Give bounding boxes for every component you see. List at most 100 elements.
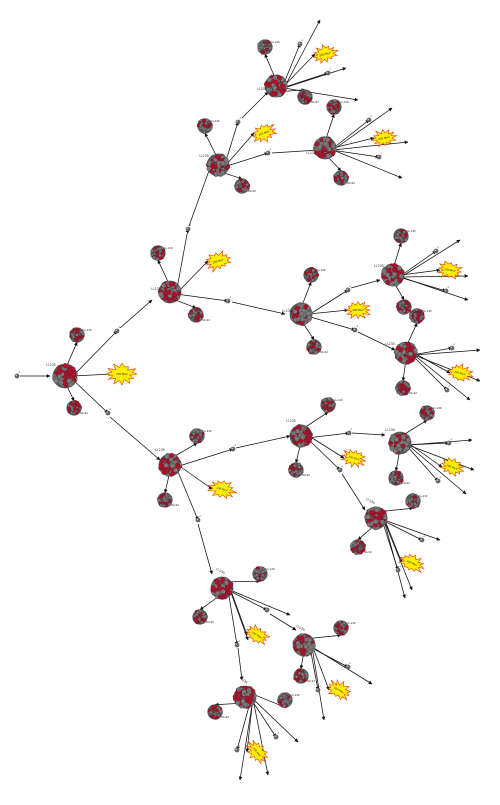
cs140-label: Cs-140 xyxy=(406,229,415,233)
proton-particle xyxy=(397,356,403,362)
neutron-particle xyxy=(399,392,403,396)
free-neutron xyxy=(337,467,343,473)
u235-nucleus xyxy=(381,262,405,287)
u235-nucleus xyxy=(210,576,234,600)
energy-burst: 200 MeV xyxy=(370,128,399,148)
neutron-particle xyxy=(344,176,348,180)
cs140-label: Cs-140 xyxy=(82,328,91,332)
neutron-particle xyxy=(223,157,229,163)
u235-nucleus xyxy=(263,74,288,98)
u235-label: U-235 xyxy=(385,428,395,432)
u235-nucleus xyxy=(364,506,388,531)
proton-particle xyxy=(403,385,407,390)
proton-particle xyxy=(353,546,357,550)
u235-nucleus xyxy=(393,341,418,365)
arrow xyxy=(407,444,475,471)
neutron-particle xyxy=(429,413,433,417)
neutron-particle xyxy=(332,109,336,114)
rb92-nucleus xyxy=(288,462,304,479)
neutron-particle xyxy=(162,496,166,501)
cs140-label: Cs-140 xyxy=(210,119,219,123)
free-neutron xyxy=(345,664,351,670)
cs140-label: Cs-140 xyxy=(290,693,299,697)
neutron-particle xyxy=(241,689,247,695)
rb92-label: Rb-92 xyxy=(409,391,417,395)
rb92-label: Rb-92 xyxy=(347,181,355,185)
u235-label: U-235 xyxy=(151,287,161,291)
proton-particle xyxy=(162,493,166,497)
neutron-particle xyxy=(220,589,226,594)
free-neutron xyxy=(105,410,111,416)
neutron-particle xyxy=(294,675,299,679)
proton-particle xyxy=(266,39,270,44)
arrow xyxy=(398,250,437,278)
neutron-particle xyxy=(282,693,286,698)
labels-layer: nU-235Cs-140Rb-92nnU-235Cs-140Rb-92nnU-2… xyxy=(19,39,456,748)
neutron-particle xyxy=(294,436,300,442)
neutron-particle xyxy=(305,90,309,94)
proton-particle xyxy=(73,407,77,412)
free-neutron xyxy=(225,298,231,304)
neutron-label: n xyxy=(357,325,359,328)
neutron-label: n xyxy=(371,115,373,118)
neutron-label: n xyxy=(454,343,456,346)
neutron-label: n xyxy=(302,39,304,42)
rb92-label: Rb-92 xyxy=(302,473,310,477)
arrow xyxy=(70,377,109,414)
proton-particle xyxy=(57,369,63,375)
arrow xyxy=(411,346,453,356)
arrow xyxy=(405,444,439,482)
neutron-particle xyxy=(260,576,264,581)
arrow xyxy=(308,308,349,315)
free-neutron xyxy=(446,440,452,446)
arrow xyxy=(400,268,441,276)
proton-particle xyxy=(339,626,343,630)
free-neutron xyxy=(366,117,372,123)
cs140-label: Cs-140 xyxy=(163,246,172,250)
proton-particle xyxy=(169,453,174,458)
proton-particle xyxy=(399,269,405,275)
proton-particle xyxy=(175,462,181,468)
neutron-particle xyxy=(245,182,249,187)
neutron-particle xyxy=(297,671,302,675)
u235-nucleus xyxy=(388,431,412,455)
arrow xyxy=(413,354,481,382)
neutron-particle xyxy=(307,648,313,654)
neutron-particle xyxy=(202,612,206,616)
proton-particle xyxy=(395,304,400,309)
neutron-particle xyxy=(395,236,400,240)
neutron-particle xyxy=(390,478,394,483)
proton-particle xyxy=(333,178,338,183)
arrow xyxy=(383,519,413,591)
rb92-label: Rb-92 xyxy=(307,679,315,683)
arrow xyxy=(175,228,190,295)
neutron-particle xyxy=(288,697,293,701)
energy-label: 200 MeV xyxy=(258,129,270,137)
cs140-nucleus xyxy=(277,692,293,709)
neutron-particle xyxy=(194,428,198,432)
energy-label: 200 MeV xyxy=(333,685,345,694)
neutron-label: n xyxy=(240,117,242,120)
energy-label: 200 MeV xyxy=(406,559,418,568)
arrow xyxy=(400,274,469,278)
proton-particle xyxy=(296,678,300,683)
cs140-nucleus xyxy=(257,39,273,55)
rb92-label: Rb-92 xyxy=(206,620,214,624)
neutron-particle xyxy=(75,333,79,337)
proton-particle xyxy=(351,549,355,553)
free-neutron xyxy=(325,70,331,76)
rb92-label: Rb-92 xyxy=(402,481,410,485)
arrow xyxy=(283,19,321,89)
proton-particle xyxy=(309,267,313,271)
u235-label: U-235 xyxy=(155,448,165,452)
neutron-particle xyxy=(405,437,411,443)
proton-particle xyxy=(227,590,233,595)
arrow xyxy=(332,140,409,151)
neutron-particle xyxy=(272,85,278,91)
neutron-particle xyxy=(408,351,414,357)
neutron-particle xyxy=(336,171,340,176)
proton-particle xyxy=(70,401,74,405)
neutron-particle xyxy=(79,330,84,334)
arrow xyxy=(177,464,213,490)
proton-particle xyxy=(396,345,401,351)
